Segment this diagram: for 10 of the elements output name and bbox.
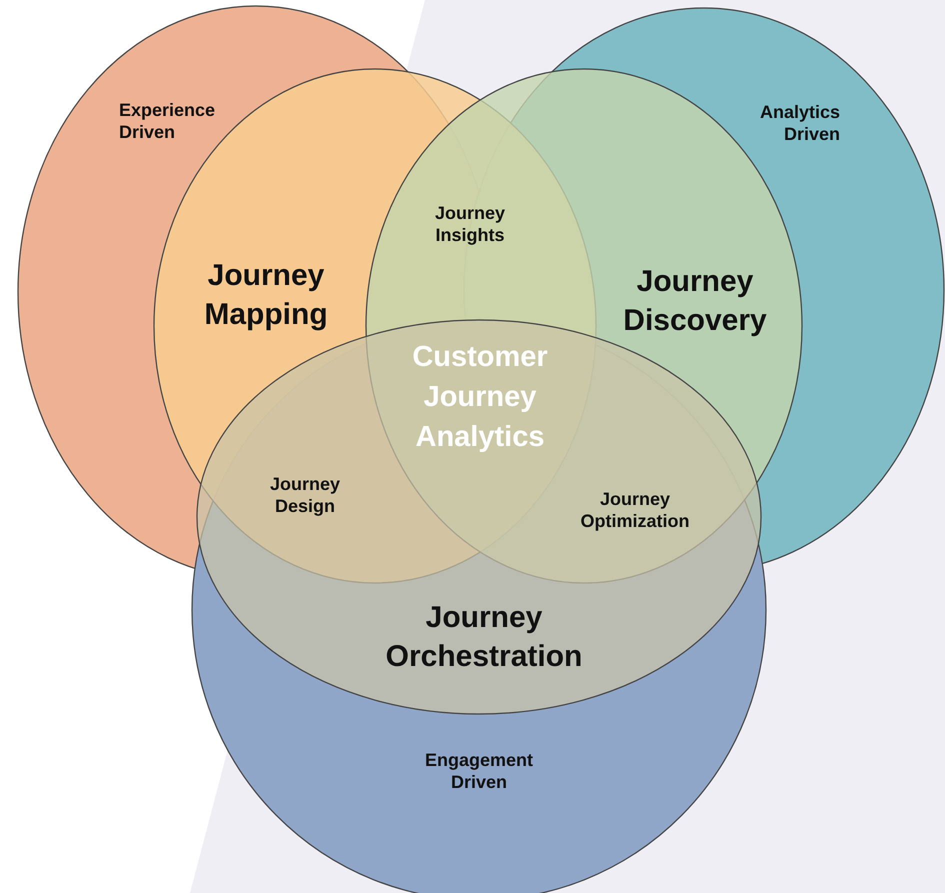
circle-label: Analytics Driven	[758, 102, 840, 146]
circle-label: Journey Discovery	[622, 264, 768, 339]
circle-label: Journey Mapping	[203, 258, 329, 333]
circle-label: Engagement Driven	[424, 750, 534, 794]
overlap-label: Customer Journey Analytics	[411, 340, 549, 455]
circle-label: Experience Driven	[119, 100, 216, 144]
overlap-label: Journey Design	[268, 474, 342, 518]
overlap-label: Journey Optimization	[580, 489, 690, 532]
circle-label: Journey Orchestration	[384, 600, 584, 675]
overlap-label: Journey Insights	[434, 203, 506, 246]
